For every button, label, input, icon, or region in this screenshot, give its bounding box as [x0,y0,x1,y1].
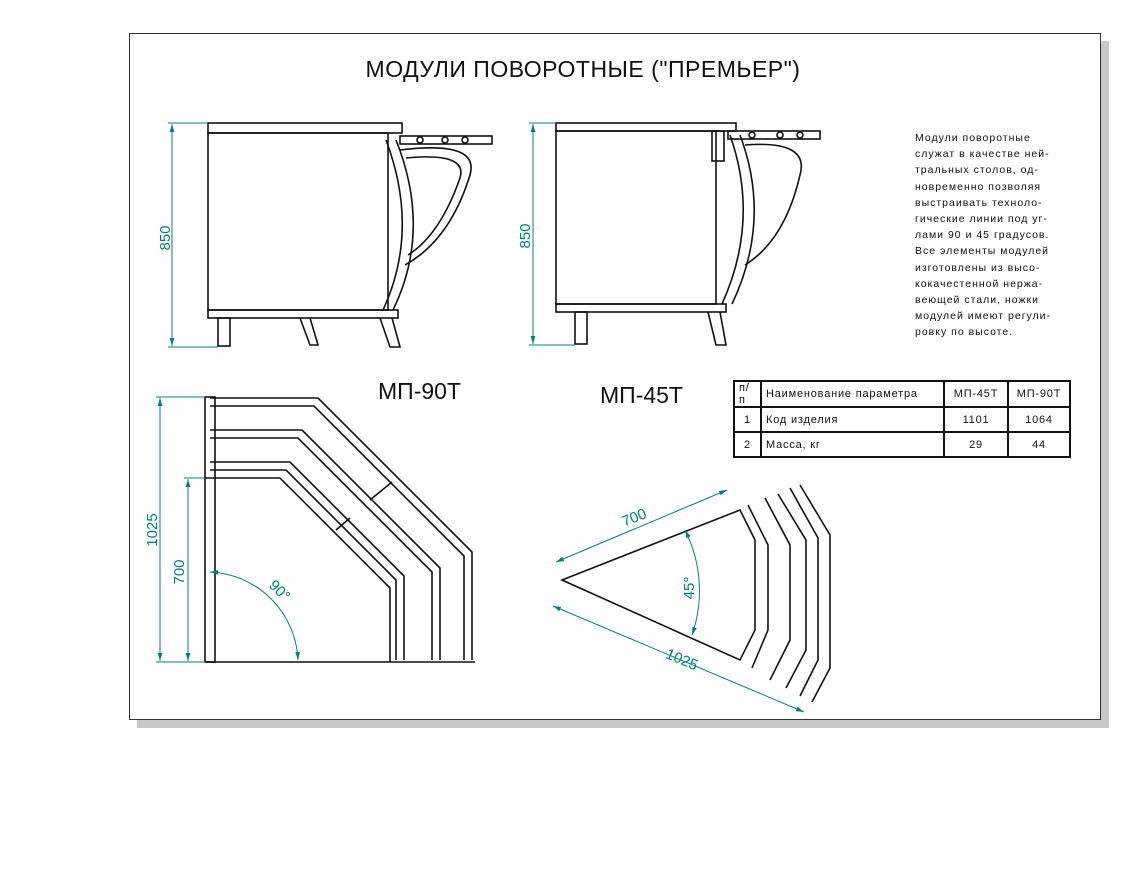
model-label-mp45: МП-45Т [600,382,683,408]
header-cell: Наименование параметра [760,380,945,408]
description-line: Все элементы модулей [915,245,1050,258]
dim-1025-mp90: 1025 [144,513,161,546]
description-line: кокачестенной нержа- [915,277,1044,290]
dim-angle-45: 45° [681,577,698,600]
description-line: модулей имеют регули- [915,310,1052,323]
cell: 1101 [943,406,1009,433]
description-line: изготовлены из высо- [915,261,1041,274]
description-line: гические линии под уг- [915,213,1048,226]
header-cell: МП-45Т [943,380,1009,408]
spec-table: п/п Наименование параметра МП-45Т МП-90Т… [733,380,1071,458]
header-cell: МП-90Т [1007,380,1071,408]
side-view-mp90 [207,122,493,348]
cell: 1 [733,406,762,433]
description-text: Модули поворотные служат в качестве ней-… [915,130,1075,341]
table-row: 2 Масса, кг 29 44 [733,431,1071,458]
side-view-mp45 [555,122,821,346]
table-header-row: п/п Наименование параметра МП-45Т МП-90Т [733,380,1071,408]
dim-700-mp45: 700 [620,505,650,530]
cell: 1064 [1007,406,1071,433]
dim-1025-mp45: 1025 [663,646,700,675]
dim-700-mp90: 700 [171,559,188,584]
description-line: служат в качестве ней- [915,148,1050,161]
dim-angle-90: 90° [265,577,293,605]
table-row: 1 Код изделия 1101 1064 [733,406,1071,433]
cell: 29 [943,431,1009,458]
cell: Масса, кг [760,431,945,458]
top-view-mp90 [204,396,475,663]
dim-height-mp45: 850 [517,223,534,248]
header-cell: п/п [733,380,762,408]
cell: Код изделия [760,406,945,433]
cell: 44 [1007,431,1071,458]
description-line: Модули поворотные [915,132,1031,144]
cell: 2 [733,431,762,458]
description-line: веющей стали, ножки [915,294,1039,307]
model-label-mp90: МП-90Т [378,378,461,404]
description-line: ровку по высоте. [915,326,1014,339]
dim-height-mp90: 850 [157,225,174,250]
description-line: лами 90 и 45 градусов. [915,229,1050,242]
description-line: тральных столов, од- [915,164,1039,177]
description-line: выстраивать техноло- [915,196,1043,209]
page-title: МОДУЛИ ПОВОРОТНЫЕ ("ПРЕМЬЕР") [365,56,801,82]
description-line: новременно позволяя [915,180,1042,193]
